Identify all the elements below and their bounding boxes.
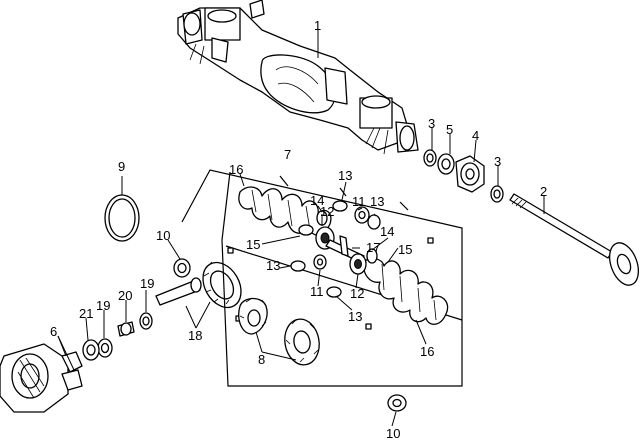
callout-16-lower: 16 [420,344,434,359]
callout-2: 2 [540,184,547,199]
bearing-10-lower [387,394,407,412]
callout-10-left: 10 [156,228,170,243]
callout-7: 7 [284,147,291,162]
washer-13-lower [326,286,342,298]
callout-3-lower: 3 [494,154,501,169]
bearing-21 [82,339,100,361]
bearing-10-left [173,258,191,278]
callout-21: 21 [79,306,93,321]
callout-labels: 1 2 3 5 4 3 9 7 16 13 14 12 11 13 10 15 … [50,18,547,441]
callout-16-upper: 16 [229,162,243,177]
washer-13-upper-right [367,214,381,230]
callout-3-upper: 3 [428,116,435,131]
washer-13-upper-left [332,200,348,212]
callout-10-lower: 10 [386,426,400,441]
callout-5: 5 [446,122,453,137]
seal-3-upper [423,149,437,167]
callout-13-c: 13 [266,258,280,273]
axle-shaft-2 [509,193,639,286]
callout-4: 4 [472,128,479,143]
callout-20: 20 [118,288,132,303]
callout-11-lower: 11 [310,284,324,299]
callout-15-upper: 15 [246,237,260,252]
callout-12-upper: 12 [320,204,334,219]
washer-15-upper [298,224,314,236]
side-gear-12-lower [349,253,367,275]
ring-and-pinion-18 [155,261,242,309]
callout-17: 17 [366,240,380,255]
pinion-gear-11-upper [354,206,370,224]
carrier-housing-6 [0,343,83,413]
callout-14-lower: 14 [380,224,394,239]
callout-6: 6 [50,324,57,339]
differential-kit-frame [181,169,463,387]
callout-19-left: 19 [96,298,110,313]
callout-15-lower: 15 [398,242,412,257]
bearing-5 [437,153,455,175]
bearing-retainer-4 [455,155,485,193]
differential-case-8 [238,297,320,366]
callout-1: 1 [314,18,321,33]
gasket-9 [104,194,140,242]
washer-14-lower [366,248,378,264]
shim-19-left [97,338,113,358]
side-gear-bellows-16-lower [363,257,449,325]
side-gear-bellows-16-upper [238,186,332,236]
callout-14-upper: 14 [310,193,324,208]
callout-13-b: 13 [370,194,384,209]
shim-19-right [139,312,153,330]
callout-13-d: 13 [348,309,362,324]
leader-lines [57,30,545,427]
axle-housing [177,0,419,155]
spacer-20 [117,321,135,337]
washer-13-lower-left [290,260,306,272]
callout-18: 18 [188,328,202,343]
callout-8: 8 [258,352,265,367]
pinion-gear-11-lower [313,254,327,270]
callout-11-upper: 11 [352,194,366,209]
callout-9: 9 [118,159,125,174]
seal-3-lower [490,185,504,203]
callout-12-lower: 12 [350,286,364,301]
callout-13-a: 13 [338,168,352,183]
callout-19-right: 19 [140,276,154,291]
